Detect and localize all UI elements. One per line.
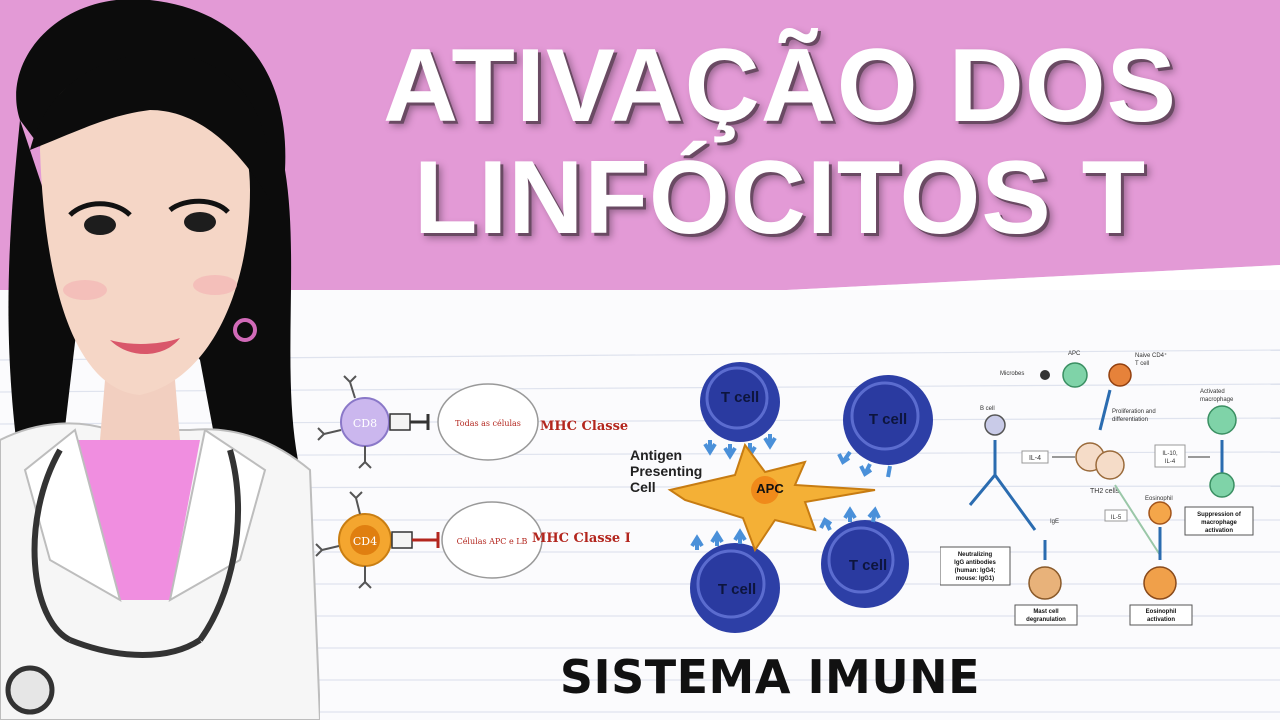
il4b-label: IL-4 [1165, 459, 1176, 465]
apc-label: APC [756, 481, 784, 496]
target-cell-1 [437, 383, 539, 461]
il10-label: IL-10, [1162, 451, 1178, 457]
eos-act-label-2: activation [1147, 617, 1175, 623]
apc-tcell-diagram: T cell T cell T cell T cell APC Antigen … [630, 362, 933, 633]
t-cell-label-2: T cell [869, 411, 907, 428]
ige-label: IgE [1050, 519, 1059, 525]
th2-response-diagram: Microbes APC Naive CD4⁺ T cell Prolifera… [940, 351, 1254, 626]
apc-desc-line-1: Antigen [630, 447, 682, 463]
naive-t-label-1: Naive CD4⁺ [1135, 352, 1167, 359]
cd4-label: CD4 [353, 535, 377, 548]
title-line-1: ATIVAÇÃO DOS [383, 28, 1177, 144]
cd8-label: CD8 [353, 417, 377, 430]
mhc-class-1-label: MHC Classe I [540, 419, 630, 434]
t-cell-bottom-right: T cell [821, 520, 909, 608]
activated-mac-label-2: macrophage [1200, 397, 1234, 403]
apc-small-label: APC [1068, 351, 1081, 357]
neutral-label-3: (human: IgG4; [955, 568, 996, 574]
prolif-label-1: Proliferation and [1112, 409, 1156, 415]
b-cell-label: B cell [980, 406, 995, 412]
mast-label-1: Mast cell [1033, 609, 1059, 615]
eos-act-label-1: Eosinophil [1146, 609, 1177, 615]
subtitle: SISTEMA IMUNE [559, 650, 981, 704]
target-cell-1-label: Todas as células [455, 419, 521, 428]
title-line-2: LINFÓCITOS T [413, 140, 1147, 256]
mast-label-2: degranulation [1026, 617, 1066, 623]
th2-cells-label: TH2 cells [1090, 488, 1120, 495]
il5-label: IL-5 [1111, 515, 1122, 521]
microbes-label: Microbes [1000, 371, 1024, 377]
naive-t-label-2: T cell [1135, 361, 1149, 367]
eosinophil-top-label: Eosinophil [1145, 496, 1173, 502]
suppress-label-1: Suppression of [1197, 512, 1242, 518]
il4-label: IL-4 [1029, 455, 1041, 462]
suppress-label-2: macrophage [1201, 520, 1237, 526]
apc-desc-line-2: Presenting [630, 463, 702, 479]
mhc-class-diagram: CD8 Todas as células MHC Classe I CD4 Cé… [315, 375, 630, 589]
neutral-label-1: Neutralizing [958, 552, 993, 558]
suppress-label-3: activation [1205, 528, 1233, 534]
doctor-character-illustration [0, 0, 320, 720]
target-cell-2-label: Células APC e LB [457, 537, 528, 546]
neutral-label-2: IgG antibodies [954, 560, 996, 566]
page-title: ATIVAÇÃO DOS LINFÓCITOS T [300, 30, 1260, 254]
t-cell-top-right: T cell [843, 375, 933, 465]
prolif-label-2: differentiation [1112, 417, 1148, 423]
banner-shape [0, 0, 1280, 330]
t-cell-top-left: T cell [700, 362, 780, 442]
t-cell-label-4: T cell [849, 557, 887, 574]
target-cell-2 [441, 501, 543, 579]
t-cell-bottom-left: T cell [690, 543, 780, 633]
apc-desc-line-3: Cell [630, 479, 656, 495]
mhc-class-2-label: MHC Classe II [532, 531, 630, 546]
t-cell-label-1: T cell [721, 389, 759, 406]
t-cell-label-3: T cell [718, 581, 756, 598]
neutral-label-4: mouse: IgG1) [956, 576, 994, 582]
activated-mac-label-1: Activated [1200, 389, 1225, 395]
